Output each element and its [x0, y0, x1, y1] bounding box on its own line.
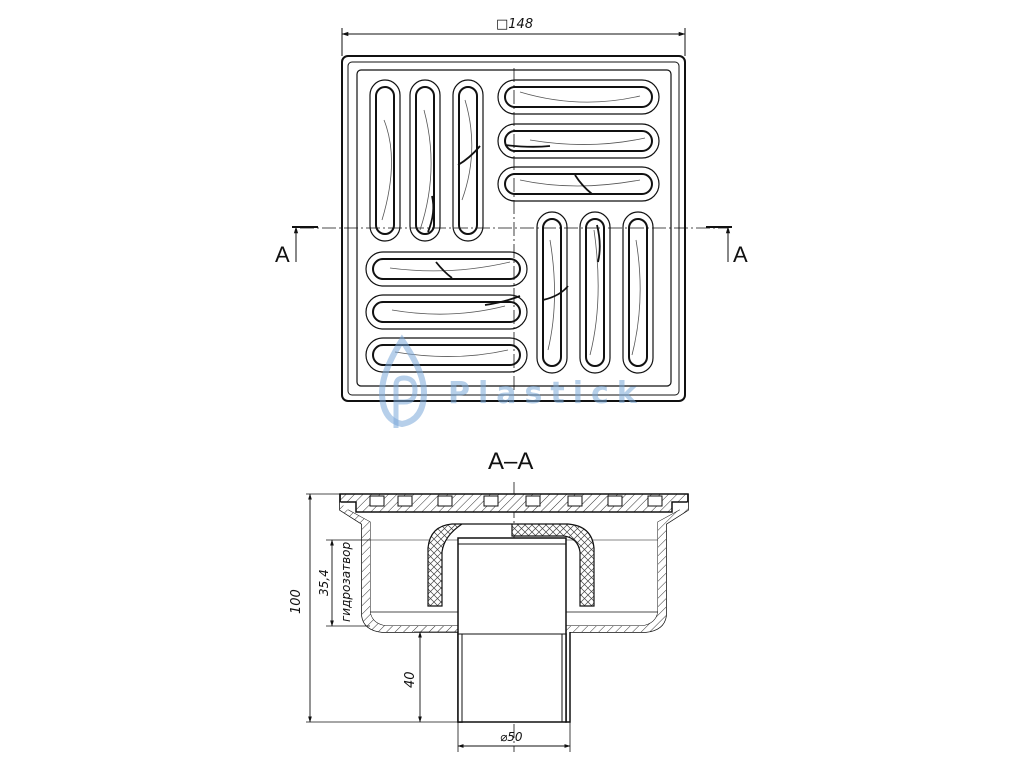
top-view: □148 A A: [275, 17, 748, 428]
dim-pipe-height: 40: [403, 671, 418, 688]
dim-seal-height: 35,4: [317, 569, 331, 596]
watermark-text: Plastick: [448, 376, 645, 411]
width-dimension-label: □148: [496, 17, 533, 32]
section-title: A–A: [488, 448, 533, 475]
grate-slots: [365, 79, 660, 374]
dim-pipe-diameter: ⌀50: [500, 730, 523, 744]
section-mark-right: A: [706, 226, 748, 267]
section-mark-left: A: [275, 226, 318, 267]
section-view: A–A 100: [289, 448, 689, 752]
watermark-logo: Plastick: [378, 334, 645, 428]
svg-text:A: A: [275, 242, 290, 267]
dim-seal-label: гидрозатвор: [339, 542, 353, 622]
svg-text:A: A: [733, 242, 748, 267]
dim-total-height: 100: [289, 589, 304, 614]
